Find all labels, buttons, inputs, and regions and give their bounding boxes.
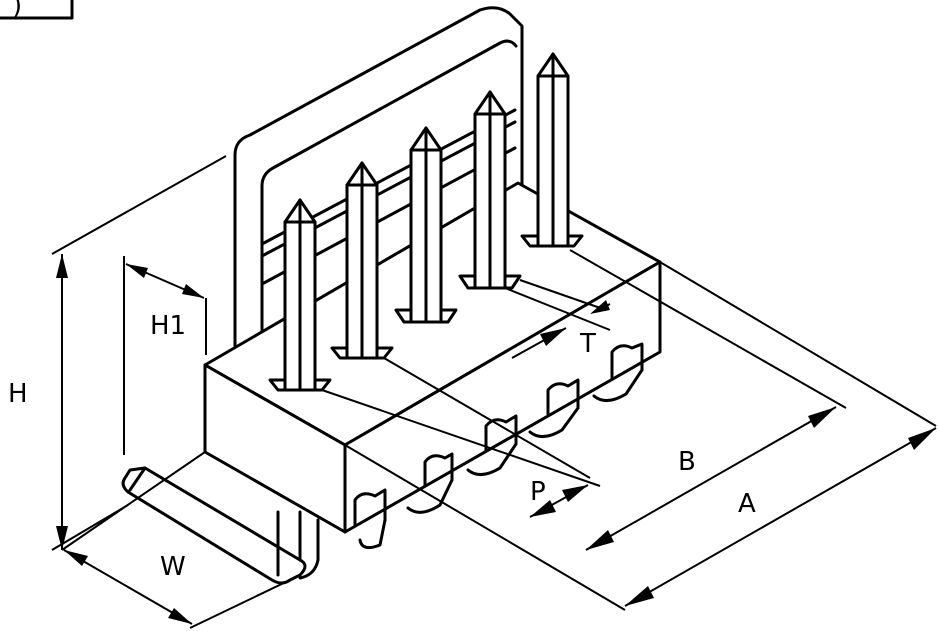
dimension-t: T xyxy=(504,279,611,359)
label-h: H xyxy=(8,379,28,409)
dimension-w: W xyxy=(61,451,291,629)
dimension-b: B xyxy=(383,249,847,551)
corner-label-box: ) xyxy=(0,0,74,21)
label-a: A xyxy=(738,489,756,519)
label-w: W xyxy=(160,552,186,582)
dimension-p: P xyxy=(321,389,601,518)
corner-label: ) xyxy=(12,0,22,21)
label-t: T xyxy=(579,329,596,359)
label-p: P xyxy=(530,477,546,507)
pin-4 xyxy=(458,90,522,290)
dimension-h: H xyxy=(8,155,227,551)
label-h1: H1 xyxy=(150,311,186,341)
pin-5 xyxy=(520,52,584,248)
pin-2 xyxy=(330,161,394,360)
label-b: B xyxy=(678,447,696,477)
housing-notches xyxy=(353,342,644,550)
dimension-h1: H1 xyxy=(123,256,207,455)
pin-3 xyxy=(394,126,458,324)
dimension-a: A xyxy=(344,261,937,611)
